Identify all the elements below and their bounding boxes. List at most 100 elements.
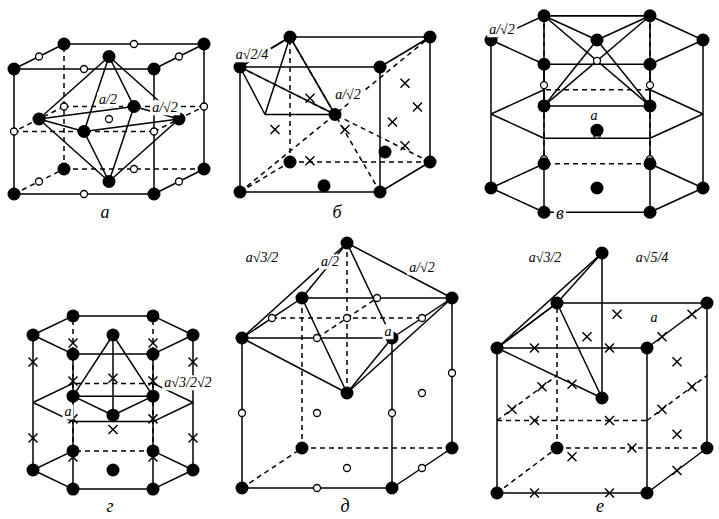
tetrahedral-void [149, 377, 158, 386]
atom [58, 163, 71, 176]
cube-edge [497, 347, 647, 349]
atom [107, 329, 120, 342]
tetrahedral-void [401, 141, 410, 150]
cube-edge [380, 162, 430, 192]
tetrahedral-void [401, 79, 410, 88]
tetrahedron-edge [557, 253, 602, 303]
atom [187, 329, 200, 342]
tetrahedral-void [29, 433, 38, 442]
tetrahedral-void [538, 382, 547, 391]
atom [596, 392, 609, 405]
octahedral-void [106, 116, 113, 123]
atom [198, 38, 211, 51]
body-diagonal [240, 67, 430, 162]
hexagon-edge [153, 335, 193, 354]
atom [67, 348, 80, 361]
dimension-label: a√5/4 [634, 250, 671, 265]
tetrahedral-void [401, 141, 410, 150]
octahedral-void [36, 178, 43, 185]
octahedral-void [131, 41, 138, 48]
octahedral-void [176, 178, 183, 185]
dimension-label: a [383, 324, 394, 339]
cube-edge [301, 298, 303, 448]
tetrahedral-void [605, 489, 614, 498]
octahedron-edge [347, 338, 392, 393]
dimension-label: a/√2 [487, 22, 517, 37]
octahedral-void [201, 103, 208, 110]
hexagon-edge [153, 316, 193, 335]
octahedral-void [389, 410, 396, 417]
hexagon-edge [153, 451, 193, 470]
octahedral-void [81, 66, 88, 73]
tetrahedral-void [271, 125, 280, 134]
atom [103, 50, 116, 63]
tetrahedral-void [69, 377, 78, 386]
atom [697, 34, 710, 47]
tetrahedral-void [530, 416, 539, 425]
hexagon-edge [153, 470, 193, 489]
tetrahedral-void [530, 344, 539, 353]
cube-edge [380, 37, 430, 67]
tetrahedral-void [29, 358, 38, 367]
octahedral-void [36, 53, 43, 60]
atom [538, 58, 551, 71]
atom [107, 409, 120, 422]
octahedral-void [449, 370, 456, 377]
atom [103, 175, 116, 188]
octahedron-edge [302, 243, 347, 298]
prism-edge [490, 40, 492, 188]
atom [374, 186, 387, 199]
cube-edge [290, 36, 430, 38]
atom [148, 188, 161, 201]
octahedral-void [151, 128, 158, 135]
tetrahedral-void [306, 94, 315, 103]
tetrahedron-edge [240, 67, 265, 115]
hexagon-edge [73, 315, 153, 317]
atom [33, 113, 46, 126]
tetrahedral-void [69, 377, 78, 386]
cube-edge [14, 44, 64, 69]
hexagon-edge [650, 90, 703, 114]
tetrahedron-edge [497, 303, 557, 348]
tetrahedral-void [568, 452, 577, 461]
octahedron-edge [84, 132, 109, 182]
atom [641, 487, 654, 500]
tetrahedral-void [568, 380, 577, 389]
bcc-tetrahedral-panel [234, 31, 437, 199]
atom [491, 487, 504, 500]
tetrahedral-void [628, 444, 637, 453]
hexagon-edge [33, 316, 73, 335]
hexagon-edge [544, 89, 650, 91]
tetrahedron-edge [113, 396, 153, 415]
cube-edge [647, 303, 707, 348]
tetrahedron-edge [557, 303, 602, 398]
hcp-octahedral-panel [485, 9, 710, 218]
cube-edge [154, 44, 204, 69]
tetrahedral-void [189, 358, 198, 367]
tetrahedral-void [530, 489, 539, 498]
atom [644, 157, 657, 170]
tetrahedral-void [605, 344, 614, 353]
tetrahedral-void [583, 332, 592, 341]
atom [591, 124, 604, 137]
atom [591, 34, 604, 47]
octahedron-edge [39, 119, 109, 182]
cube-edge [557, 302, 707, 304]
atom [374, 61, 387, 74]
octahedral-void [131, 166, 138, 173]
atom [296, 442, 309, 455]
atom [147, 444, 160, 457]
dimension-label: a√3/2√2 [162, 375, 213, 390]
atom [644, 99, 657, 112]
atom [284, 156, 297, 169]
tetrahedral-void [388, 118, 397, 127]
tetrahedral-void [673, 430, 682, 439]
panel-letter: г [104, 497, 115, 517]
hexagon-edge [650, 114, 703, 138]
cube-edge [497, 492, 647, 494]
octahedron-edge [347, 298, 452, 393]
prism-edge [72, 354, 74, 489]
hexagon-edge [650, 40, 703, 64]
atom [67, 444, 80, 457]
